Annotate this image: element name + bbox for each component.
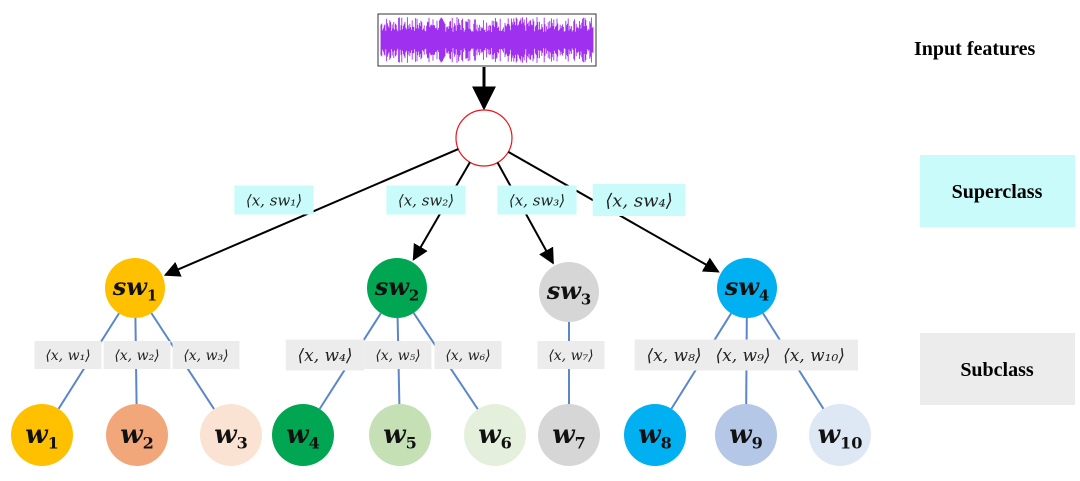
superclass-edge-label-3-box xyxy=(497,185,577,215)
subclass-edge-label-5-box xyxy=(364,341,432,369)
subclass-node-label: w8 xyxy=(638,420,672,453)
subclass-node-circle xyxy=(272,404,334,466)
subclass-node-circle xyxy=(538,404,600,466)
subclass-node-10: w10 xyxy=(809,404,871,466)
input-waveform xyxy=(377,13,597,67)
input-features-label: Input features xyxy=(914,38,1036,60)
superclass-node-2: sw2 xyxy=(367,258,427,318)
superclass-node-label: sw3 xyxy=(546,276,592,308)
subclass-node-circle xyxy=(809,404,871,466)
superclass-node-3: sw3 xyxy=(539,262,599,322)
subclass-edge-label-2: ⟨x, w₂⟩ xyxy=(103,341,171,369)
subclass-node-circle xyxy=(464,404,526,466)
subclass-node-1: w1 xyxy=(11,404,73,466)
subclass-edge-label-9-text: ⟨x, w₉⟩ xyxy=(715,346,770,366)
subclass-node-label: w9 xyxy=(729,420,763,453)
subclass-node-label: w5 xyxy=(383,420,417,453)
subclass-edge-label-1: ⟨x, w₁⟩ xyxy=(34,341,102,369)
subclass-edge-label-1-box xyxy=(34,341,102,369)
superclass-node-4: sw4 xyxy=(717,258,777,318)
subclass-edge-label-6-text: ⟨x, w₆⟩ xyxy=(445,348,490,364)
subclass-edge-label-3-box xyxy=(172,341,240,369)
subclass-edge-label-4: ⟨x, w₄⟩ xyxy=(285,339,365,371)
superclass-edge-label-2-box xyxy=(386,185,466,215)
superclass-edge-label-1-text: ⟨x, sw₁⟩ xyxy=(246,191,302,209)
subclass-edge-label-8: ⟨x, w₈⟩ xyxy=(634,339,714,371)
superclass-node-label: sw2 xyxy=(374,272,420,304)
subclass-edge-label-8-box xyxy=(634,339,714,371)
subclass-node-circle xyxy=(624,404,686,466)
subclass-edge-label-6: ⟨x, w₆⟩ xyxy=(434,341,502,369)
subclass-edge-label-10-box xyxy=(769,339,859,371)
superclass-node-label: sw1 xyxy=(112,272,158,304)
superclass-legend-label: Superclass xyxy=(952,181,1043,203)
subclass-edge-label-3-text: ⟨x, w₃⟩ xyxy=(183,348,228,364)
superclass-node-circle xyxy=(539,262,599,322)
subclass-node-circle xyxy=(369,404,431,466)
subclass-node-label: w10 xyxy=(818,420,863,453)
subclass-node-label: w7 xyxy=(552,420,586,453)
subclass-node-8: w8 xyxy=(624,404,686,466)
subclass-node-4: w4 xyxy=(272,404,334,466)
subclass-edge-label-8-text: ⟨x, w₈⟩ xyxy=(646,346,701,366)
subclass-edge-label-7-text: ⟨x, w₇⟩ xyxy=(548,348,593,364)
subclass-node-label: w1 xyxy=(25,420,59,453)
superclass-edge-label-2: ⟨x, sw₂⟩ xyxy=(386,185,466,215)
superclass-edge-label-4-text: ⟨x, sw₄⟩ xyxy=(605,190,673,211)
subclass-edge-label-10-text: ⟨x, w₁₀⟩ xyxy=(783,346,845,366)
root-node xyxy=(455,109,513,167)
subclass-node-label: w2 xyxy=(120,420,154,453)
subclass-node-6: w6 xyxy=(464,404,526,466)
subclass-node-circle xyxy=(11,404,73,466)
subclass-edge-label-2-text: ⟨x, w₂⟩ xyxy=(114,348,159,364)
superclass-edge-label-1-box xyxy=(234,185,314,215)
superclass-legend-box xyxy=(920,155,1075,227)
superclass-edge-label-1: ⟨x, sw₁⟩ xyxy=(234,185,314,215)
subclass-node-5: w5 xyxy=(369,404,431,466)
subclass-node-label: w3 xyxy=(214,420,248,453)
subclass-legend-box xyxy=(920,333,1075,405)
superclass-node-circle xyxy=(717,258,777,318)
subclass-edge-label-10: ⟨x, w₁₀⟩ xyxy=(769,339,859,371)
subclass-edge-label-4-text: ⟨x, w₄⟩ xyxy=(297,346,352,366)
superclass-node-circle xyxy=(367,258,427,318)
subclass-edge-label-1-text: ⟨x, w₁⟩ xyxy=(45,348,90,364)
subclass-edge-label-7-box xyxy=(537,341,605,369)
subclass-edge-label-9: ⟨x, w₉⟩ xyxy=(703,339,783,371)
superclass-node-1: sw1 xyxy=(105,258,165,318)
subclass-edge-label-7: ⟨x, w₇⟩ xyxy=(537,341,605,369)
subclass-node-circle xyxy=(200,404,262,466)
subclass-node-label: w4 xyxy=(286,420,320,453)
subclass-node-2: w2 xyxy=(106,404,168,466)
subclass-legend-label: Subclass xyxy=(960,359,1034,381)
subclass-edge-label-5-text: ⟨x, w₅⟩ xyxy=(375,348,420,364)
subclass-edge-label-4-box xyxy=(285,339,365,371)
superclass-node-circle xyxy=(105,258,165,318)
superclass-edge-label-3-text: ⟨x, sw₃⟩ xyxy=(509,191,565,209)
subclass-node-circle xyxy=(715,404,777,466)
subclass-node-circle xyxy=(106,404,168,466)
superclass-edge-label-3: ⟨x, sw₃⟩ xyxy=(497,185,577,215)
subclass-node-7: w7 xyxy=(538,404,600,466)
subclass-node-3: w3 xyxy=(200,404,262,466)
superclass-node-label: sw4 xyxy=(724,272,770,304)
superclass-edge-label-4-box xyxy=(592,184,686,216)
superclass-edge-label-4: ⟨x, sw₄⟩ xyxy=(592,184,686,216)
subclass-edge-label-3: ⟨x, w₃⟩ xyxy=(172,341,240,369)
subclass-node-label: w6 xyxy=(478,420,512,453)
subclass-node-9: w9 xyxy=(715,404,777,466)
subclass-edge-label-5: ⟨x, w₅⟩ xyxy=(364,341,432,369)
subclass-edge-label-2-box xyxy=(103,341,171,369)
superclass-edge-label-2-text: ⟨x, sw₂⟩ xyxy=(398,191,454,209)
waveform-signal xyxy=(380,17,594,63)
subclass-edge-label-9-box xyxy=(703,339,783,371)
subclass-edge-label-6-box xyxy=(434,341,502,369)
